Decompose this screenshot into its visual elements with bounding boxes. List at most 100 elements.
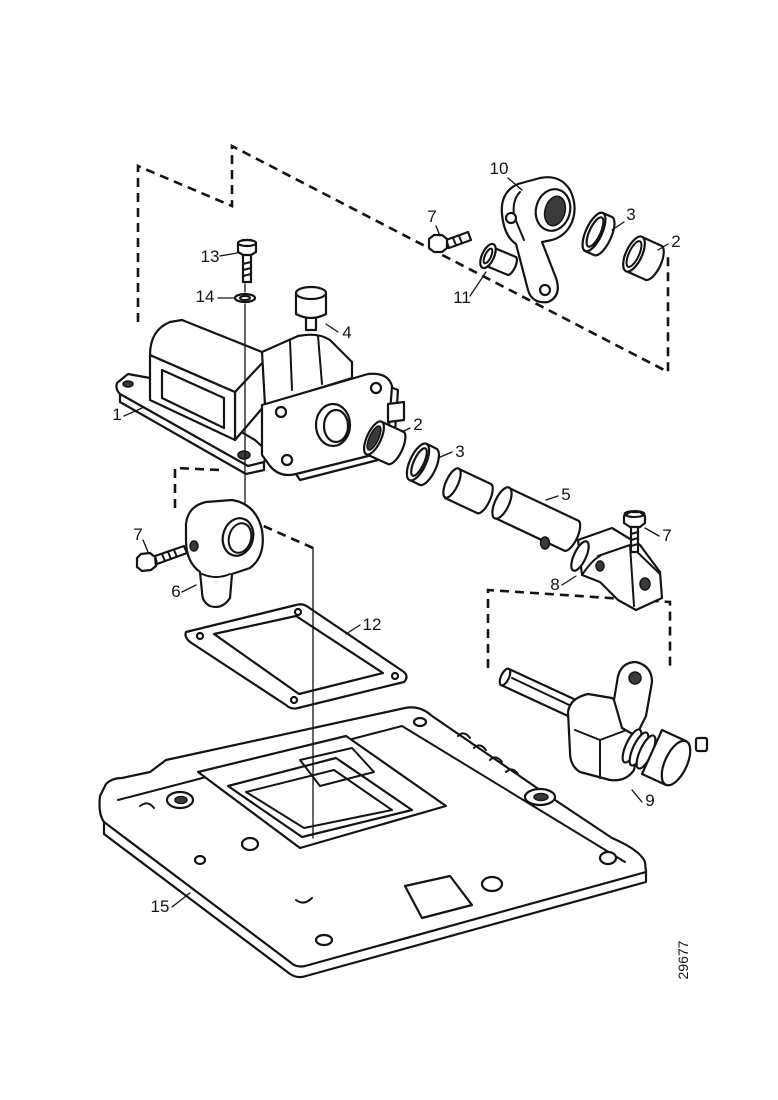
elbow-bore-inner xyxy=(227,522,253,554)
part-11 xyxy=(479,242,519,277)
callout-1: 1 xyxy=(112,405,121,424)
callout-15: 15 xyxy=(151,897,170,916)
plate-opening-step xyxy=(245,769,393,829)
assembly-shaft-end xyxy=(498,667,512,687)
assembly-end-cap xyxy=(660,739,692,787)
lever-eye-hole xyxy=(538,283,552,297)
plate-outline xyxy=(98,706,648,968)
plate-boss-hole xyxy=(174,795,188,805)
part-7-left xyxy=(135,544,189,573)
clevis-hole xyxy=(639,577,651,591)
pin-head-face xyxy=(482,247,494,265)
elbow-edge xyxy=(201,573,231,578)
bushing-bore xyxy=(366,425,382,451)
plate-bolt-hole xyxy=(480,875,504,893)
screw-thread xyxy=(630,531,639,547)
part-1 xyxy=(115,318,406,482)
callout-7-upper: 7 xyxy=(427,207,436,226)
part-7-right xyxy=(622,510,647,554)
sleeve-end xyxy=(442,467,462,499)
lever-bore xyxy=(543,195,567,227)
housing-bore-inner xyxy=(322,408,350,444)
part-9 xyxy=(498,660,709,787)
plate-ribs xyxy=(139,732,519,904)
screw-shank xyxy=(444,230,473,250)
bolt-thread xyxy=(242,261,252,277)
assembly-nub xyxy=(694,736,709,753)
screw-thread xyxy=(161,549,178,562)
leader-lines xyxy=(123,177,669,908)
plate-bolt-hole xyxy=(314,933,334,947)
part-13 xyxy=(236,238,258,284)
callout-labels: 10 7 3 2 11 13 14 4 1 2 3 5 7 7 6 8 12 9… xyxy=(112,159,680,916)
housing-tab xyxy=(386,400,406,424)
shaft-body xyxy=(493,486,582,553)
bushing-bore xyxy=(625,240,643,268)
washer-hole xyxy=(239,295,251,301)
shaft-end xyxy=(491,486,513,520)
part-2-middle xyxy=(362,420,407,466)
part-7-upper xyxy=(427,230,473,254)
callout-3-middle: 3 xyxy=(455,442,464,461)
dashed-guide-lines xyxy=(136,143,672,668)
callout-12: 12 xyxy=(363,615,382,634)
bushing-body xyxy=(364,420,407,466)
housing-neck xyxy=(260,333,354,407)
plate-bolt-hole xyxy=(598,850,618,866)
elbow-body xyxy=(184,498,264,609)
part-8 xyxy=(570,526,664,612)
part-12 xyxy=(184,603,408,710)
bushing-body xyxy=(624,235,665,282)
gasket-opening xyxy=(212,614,385,696)
housing-neck-edge xyxy=(289,335,323,391)
housing-flange-hole xyxy=(237,450,251,460)
part-4 xyxy=(294,285,328,332)
screw-head xyxy=(427,233,449,254)
callout-5: 5 xyxy=(561,485,570,504)
clevis-collar xyxy=(570,540,590,572)
part-2-upper xyxy=(622,235,665,282)
callout-3-upper: 3 xyxy=(626,205,635,224)
assembly-lever-hole xyxy=(628,671,642,685)
plug-top xyxy=(294,285,328,301)
plate-boss-hole xyxy=(533,792,549,802)
part-10 xyxy=(500,176,576,304)
part-3-upper xyxy=(581,211,616,257)
callout-7-left: 7 xyxy=(133,525,142,544)
ring-bore xyxy=(585,216,605,248)
clevis-body xyxy=(576,526,664,612)
dashed-guide-upper xyxy=(136,143,670,375)
gasket-hole xyxy=(289,695,299,705)
part-5 xyxy=(491,486,582,553)
clevis-hole xyxy=(595,560,605,572)
housing-flange-hole xyxy=(122,380,134,388)
sleeve xyxy=(442,467,494,515)
housing-bolt-hole xyxy=(274,405,288,419)
gasket-hole xyxy=(390,671,400,681)
plate-bolt-hole xyxy=(412,716,428,728)
callout-13: 13 xyxy=(201,247,220,266)
part-6 xyxy=(184,498,264,609)
dashed-guide-middle xyxy=(249,518,314,550)
plate-recess xyxy=(403,874,474,920)
callout-2-upper: 2 xyxy=(671,232,680,251)
ring-bore xyxy=(410,447,428,477)
callout-8: 8 xyxy=(550,575,559,594)
callout-6: 6 xyxy=(171,582,180,601)
bushing-end xyxy=(622,235,646,273)
drawing-number: 29677 xyxy=(675,940,691,979)
screw-shank xyxy=(153,544,189,566)
part-15 xyxy=(98,706,648,979)
callout-11: 11 xyxy=(453,288,471,307)
housing-panel xyxy=(160,368,226,430)
plate-opening xyxy=(226,756,414,839)
washer xyxy=(233,292,257,304)
housing-bolt-hole xyxy=(369,381,383,395)
plate-bolt-hole xyxy=(240,836,260,852)
bolt-head-top xyxy=(236,238,258,248)
callout-2-middle: 2 xyxy=(413,415,422,434)
callout-14: 14 xyxy=(196,287,215,306)
part-14 xyxy=(233,292,257,304)
dashed-guide-right xyxy=(486,588,672,668)
